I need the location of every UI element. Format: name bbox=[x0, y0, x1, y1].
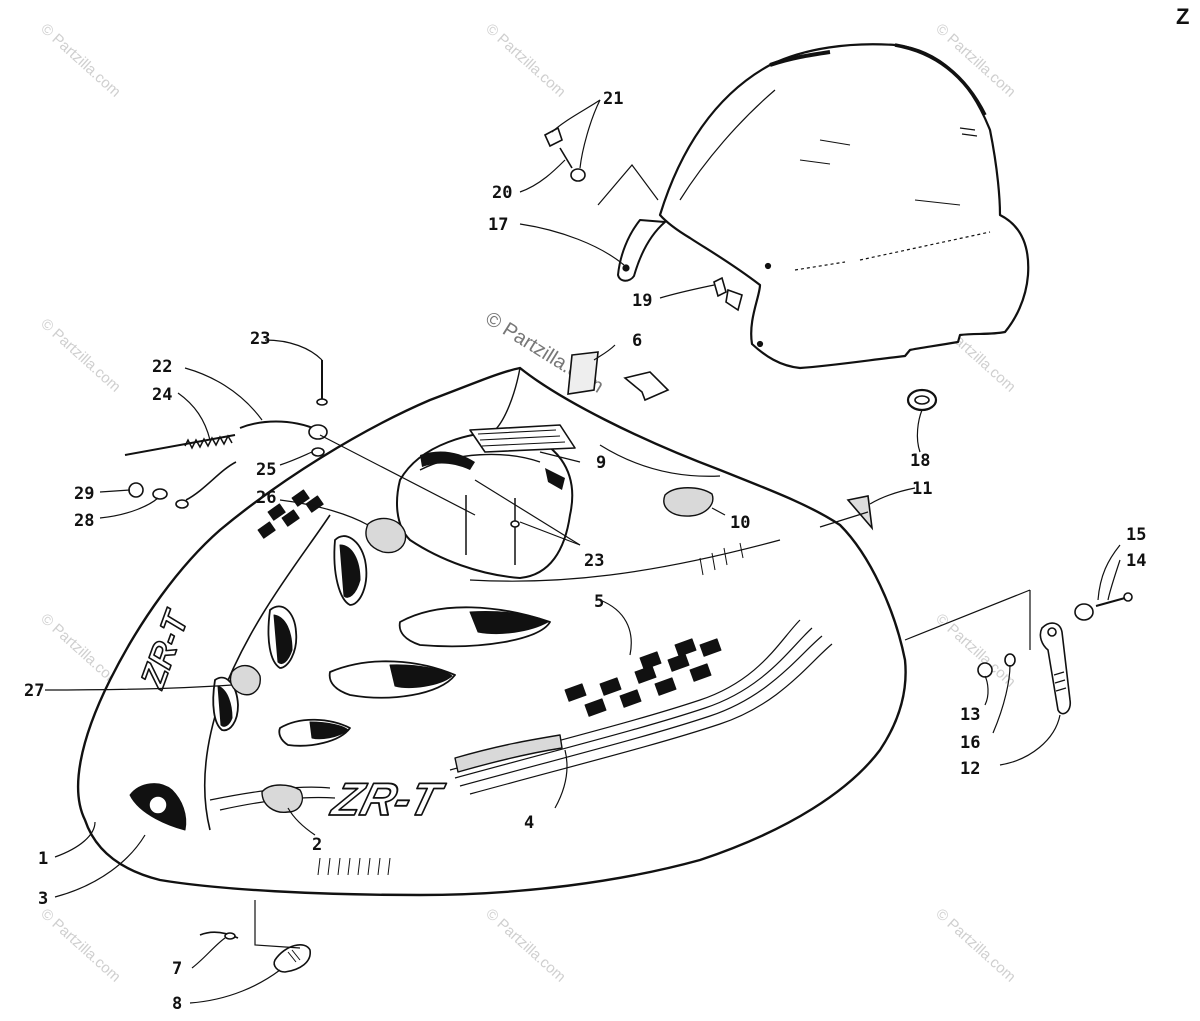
part-24-spring bbox=[124, 434, 236, 456]
callout-22: 22 bbox=[152, 357, 172, 377]
decal-2 bbox=[261, 784, 304, 813]
callout-13: 13 bbox=[960, 705, 980, 725]
leader-lines bbox=[44, 99, 1121, 1004]
callout-24: 24 bbox=[152, 385, 172, 405]
watermark-bottom-right: © Partzilla.com bbox=[932, 905, 1018, 985]
callout-4: 4 bbox=[524, 813, 534, 833]
callout-23-lower: 23 bbox=[584, 551, 604, 571]
callout-12: 12 bbox=[960, 759, 980, 779]
callout-5: 5 bbox=[594, 592, 604, 612]
callout-23-upper: 23 bbox=[250, 329, 270, 349]
checkered-flag-side bbox=[564, 638, 722, 717]
part-28-washer bbox=[152, 488, 168, 500]
callout-18: 18 bbox=[910, 451, 930, 471]
part-19-bolt bbox=[713, 276, 727, 298]
callout-11: 11 bbox=[912, 479, 932, 499]
callout-28: 28 bbox=[74, 511, 94, 531]
decal-patches bbox=[229, 487, 714, 813]
callout-numbers: 1 2 3 4 5 6 7 8 9 10 11 12 13 14 15 16 1… bbox=[24, 89, 1146, 1014]
decal-26 bbox=[365, 517, 407, 554]
callout-26: 26 bbox=[256, 488, 276, 508]
callout-16: 16 bbox=[960, 733, 980, 753]
watermark-bottom-center: © Partzilla.com bbox=[482, 905, 568, 985]
part-16-washer bbox=[1004, 653, 1016, 667]
watermark-low-right: © Partzilla.com bbox=[932, 610, 1018, 690]
callout-17: 17 bbox=[488, 215, 508, 235]
part-21-nut bbox=[570, 168, 586, 182]
callout-10: 10 bbox=[730, 513, 750, 533]
part-25-washer bbox=[311, 447, 325, 457]
callout-21: 21 bbox=[603, 89, 623, 109]
front-emblem bbox=[129, 783, 187, 831]
callout-20: 20 bbox=[492, 183, 512, 203]
callout-29: 29 bbox=[74, 484, 94, 504]
watermark-top-center: © Partzilla.com bbox=[482, 20, 568, 100]
hardware bbox=[124, 126, 1133, 973]
callout-1: 1 bbox=[38, 849, 48, 869]
part-12-hinge-arm bbox=[1039, 622, 1072, 715]
part-19-clip bbox=[725, 288, 743, 312]
watermark-bottom-left: © Partzilla.com bbox=[37, 905, 123, 985]
part-20-screw bbox=[559, 147, 573, 169]
watermark-top-left: © Partzilla.com bbox=[37, 20, 123, 100]
part-8-latch bbox=[273, 944, 311, 973]
part-15-bushing bbox=[1074, 603, 1094, 621]
decal-stripe-4 bbox=[454, 734, 563, 773]
callout-15: 15 bbox=[1126, 525, 1146, 545]
callout-9: 9 bbox=[596, 453, 606, 473]
callout-27: 27 bbox=[24, 681, 44, 701]
callout-14: 14 bbox=[1126, 551, 1146, 571]
decal-27 bbox=[229, 665, 261, 696]
part-11-decal bbox=[846, 495, 874, 531]
checkered-flag-top bbox=[257, 489, 324, 539]
callout-8: 8 bbox=[172, 994, 182, 1014]
side-logo: ZR-T bbox=[325, 774, 449, 825]
diagram-corner-tag: Z bbox=[1176, 4, 1190, 29]
callout-25: 25 bbox=[256, 460, 276, 480]
callout-19: 19 bbox=[632, 291, 652, 311]
part-29-nut bbox=[128, 482, 144, 498]
callout-3: 3 bbox=[38, 889, 48, 909]
decal-10 bbox=[663, 487, 714, 517]
callout-6: 6 bbox=[632, 331, 642, 351]
part-22-cable bbox=[239, 420, 319, 431]
part-6-decal bbox=[567, 351, 599, 395]
callout-2: 2 bbox=[312, 835, 322, 855]
hood: ZR-T ZR-T bbox=[76, 366, 907, 897]
part-14-bolt bbox=[1095, 597, 1126, 607]
part-arrow-icon bbox=[623, 371, 670, 402]
windshield bbox=[617, 43, 1030, 370]
hood-stripes bbox=[209, 619, 833, 811]
watermark-mid-left: © Partzilla.com bbox=[37, 315, 123, 395]
info-decal-9 bbox=[469, 424, 576, 453]
hood-louvers bbox=[212, 535, 551, 747]
part-13-nut bbox=[977, 662, 993, 678]
callout-7: 7 bbox=[172, 959, 182, 979]
